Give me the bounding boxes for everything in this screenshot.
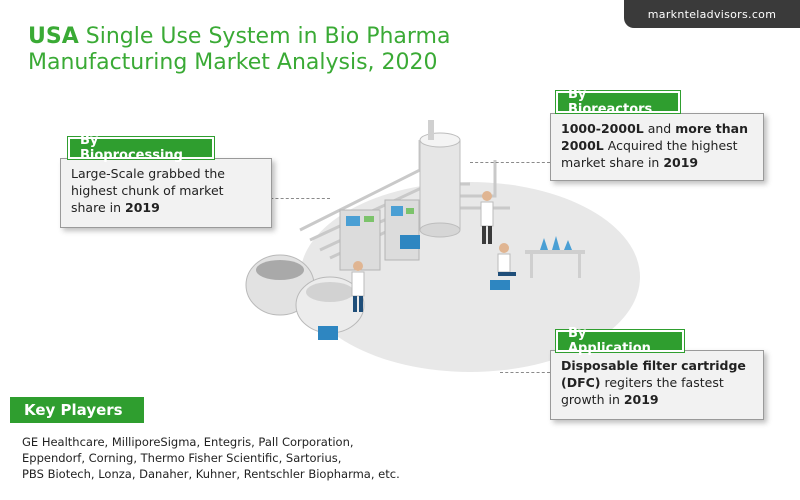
application-text: regiters the fastest growth in (561, 375, 724, 407)
bioreactors-badge: By Bioreactors (556, 87, 680, 117)
bioreactors-text: Acquired the highest market share in (561, 138, 738, 170)
bioreactors-bold1: 1000-2000L (561, 121, 644, 136)
key-players-badge: Key Players (10, 397, 144, 423)
bioprocessing-leader (260, 198, 330, 199)
application-card: Disposable filter cartridge (DFC) regite… (550, 350, 764, 420)
bioprocessing-card: Large-Scale grabbed the highest chunk of… (60, 158, 272, 228)
key-players-list: GE Healthcare, MilliporeSigma, Entegris,… (22, 434, 442, 482)
key-players-line: PBS Biotech, Lonza, Danaher, Kuhner, Ren… (22, 467, 400, 481)
application-year: 2019 (623, 392, 659, 407)
bioreactors-card: 1000-2000L and more than 2000L Acquired … (550, 113, 764, 181)
title-line2: Manufacturing Market Analysis, 2020 (28, 50, 438, 75)
lab-bench-icon (490, 236, 585, 290)
scientist-icon (480, 191, 494, 244)
bioreactors-mid: and (643, 121, 676, 136)
factory-illustration (245, 120, 585, 340)
vessel-icon (245, 254, 365, 334)
worker-icon (351, 261, 365, 312)
application-leader (500, 372, 550, 373)
crate-icon (318, 235, 420, 340)
bioprocessing-year: 2019 (125, 200, 160, 215)
bioreactors-bold2: more than 2000L (561, 121, 749, 153)
tank-icon (419, 120, 461, 238)
bioprocessing-text: Large-Scale grabbed the highest chunk of… (71, 166, 225, 215)
bioreactors-leader (470, 162, 550, 163)
bioprocessing-badge: By Bioprocessing (68, 133, 214, 163)
application-badge: By Application (556, 326, 684, 356)
bioreactors-year: 2019 (663, 155, 699, 170)
page-title: USA Single Use System in Bio Pharma Manu… (28, 24, 528, 76)
key-players-line: GE Healthcare, MilliporeSigma, Entegris,… (22, 435, 354, 449)
title-strong: USA (28, 24, 79, 49)
key-players-line: Eppendorf, Corning, Thermo Fisher Scient… (22, 451, 342, 465)
application-bold1: Disposable filter cartridge (561, 358, 746, 373)
site-url[interactable]: marknteladvisors.com (624, 0, 800, 28)
application-bold2: (DFC) (561, 375, 601, 390)
title-line1: Single Use System in Bio Pharma (78, 24, 451, 49)
